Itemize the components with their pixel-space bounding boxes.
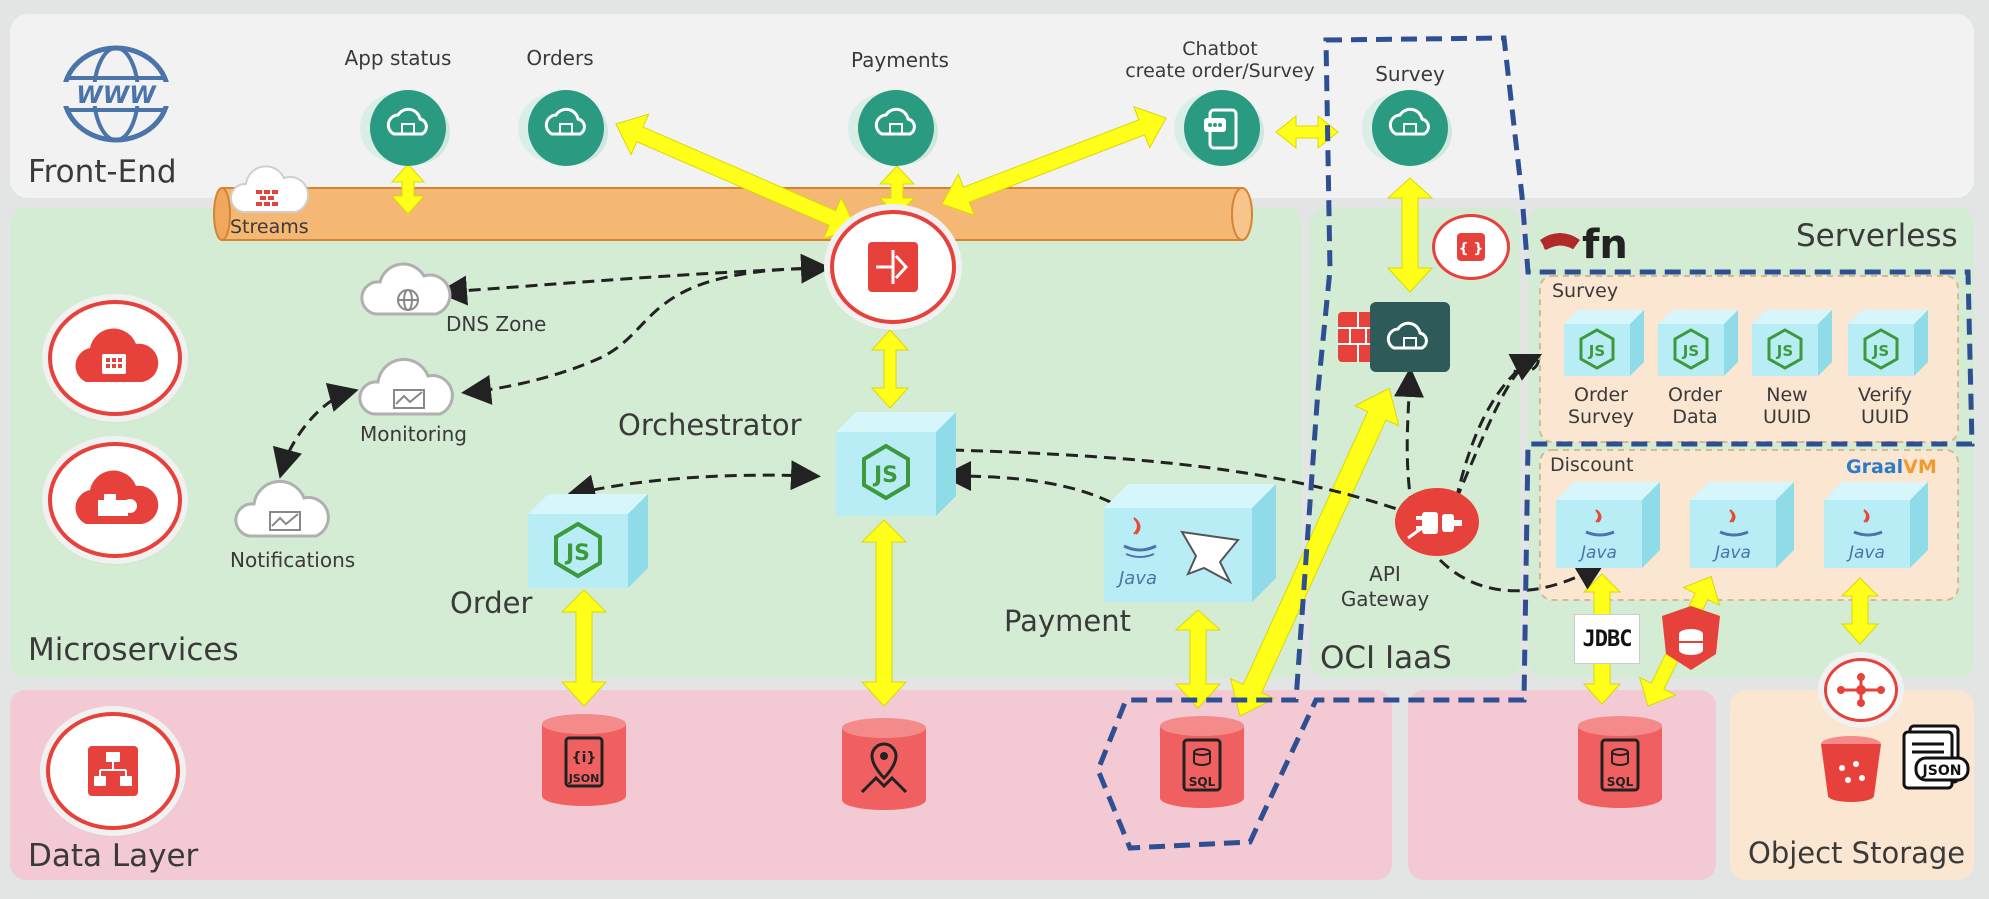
fn-discount-java-2-text: Java (1712, 543, 1751, 563)
orders-json-database[interactable]: {i} JSON (540, 712, 628, 808)
fn-order-data-label: Order Data (1668, 384, 1722, 428)
microservices-label: Microservices (28, 632, 239, 668)
notifications-label: Notifications (230, 548, 356, 572)
fn-order-data-cube[interactable]: JS (1658, 310, 1738, 376)
api-gateway-hub-icon[interactable] (830, 210, 956, 324)
svg-text:{i}: {i} (572, 750, 597, 766)
graalvm-logo-vm: VM (1903, 456, 1937, 478)
survey-group-title: Survey (1552, 280, 1619, 302)
fn-new-uuid-cube[interactable]: JS (1752, 310, 1832, 376)
oracle-cloud-badge-1 (48, 300, 182, 416)
payments-app-icon[interactable] (858, 90, 934, 166)
graalvm-logo-graal: Graal (1846, 456, 1904, 478)
discount-group-title: Discount (1550, 454, 1634, 476)
object-bucket-icon (1818, 734, 1884, 804)
monitoring-cloud-icon (352, 352, 464, 424)
fn-verify-uuid-label: Verify UUID (1858, 384, 1912, 428)
data-layer-label: Data Layer (28, 838, 199, 874)
fn-discount-java-1-text: Java (1578, 543, 1617, 563)
payment-java-cube[interactable]: Java (1104, 484, 1276, 602)
payment-sql-db-text: SQL (1189, 775, 1216, 789)
oci-iaas-label: OCI IaaS (1320, 640, 1452, 676)
survey-app-icon[interactable] (1372, 90, 1448, 166)
fn-discount-java-3[interactable]: Java (1824, 482, 1928, 568)
discount-sql-database[interactable]: SQL (1576, 714, 1664, 810)
www-text: WWW (76, 81, 157, 109)
json-document-icon: JSON (1896, 722, 1970, 794)
survey-app-label: Survey (1375, 62, 1445, 86)
svg-text:JS: JS (1588, 342, 1605, 360)
fn-order-survey-label: Order Survey (1567, 384, 1635, 428)
payments-label: Payments (851, 48, 949, 72)
api-gateway-label: API Gateway (1340, 562, 1430, 611)
svg-text:JS: JS (1682, 342, 1699, 360)
fn-order-survey-cube[interactable]: JS (1564, 310, 1644, 376)
orders-json-db-text: JSON (568, 772, 600, 785)
json-document-text: JSON (1922, 763, 1962, 779)
payment-java-text: Java (1116, 568, 1157, 589)
graalvm-logo: GraalVM (1846, 456, 1937, 478)
serverless-label: Serverless (1796, 218, 1958, 254)
monitoring-label: Monitoring (360, 422, 467, 446)
notifications-cloud-icon (228, 474, 340, 546)
www-globe-icon: WWW (60, 44, 172, 144)
payment-sql-database[interactable]: SQL (1158, 714, 1246, 810)
fn-new-uuid-label: New UUID (1762, 384, 1812, 428)
streams-label: Streams (230, 216, 309, 238)
order-label: Order (450, 586, 533, 620)
streams-cloud-icon (228, 164, 310, 216)
svg-text:{ }: { } (1459, 241, 1484, 257)
streams-pipe (213, 187, 1253, 241)
yellow-arrows (390, 105, 1880, 717)
svg-text:JS: JS (564, 541, 590, 566)
discount-sql-db-text: SQL (1607, 775, 1634, 789)
app-status-app-icon[interactable] (370, 90, 446, 166)
chatbot-app-icon[interactable] (1184, 90, 1260, 166)
dns-zone-label: DNS Zone (446, 312, 547, 336)
object-storage-hub-icon (1824, 658, 1898, 722)
payment-label: Payment (1004, 604, 1131, 638)
oracle-cloud-badge-2 (48, 442, 182, 558)
frontend-zone (10, 14, 1974, 198)
fn-discount-java-3-text: Java (1846, 543, 1885, 563)
fn-discount-java-2[interactable]: Java (1690, 482, 1794, 568)
orchestrator-label: Orchestrator (618, 408, 802, 442)
app-status-label: App status (344, 46, 452, 70)
orchestrator-node-cube[interactable]: JS (836, 412, 956, 516)
orders-app-icon[interactable] (528, 90, 604, 166)
order-node-cube[interactable]: JS (528, 494, 648, 588)
fn-logo-text: fn (1582, 222, 1628, 266)
dns-zone-cloud-icon (356, 254, 456, 324)
chatbot-label: Chatbot create order/Survey (1125, 38, 1315, 82)
oci-app-cloud-icon[interactable] (1370, 302, 1450, 372)
jdbc-badge: JDBC (1574, 614, 1640, 664)
fn-logo: fn (1536, 218, 1656, 268)
fn-discount-java-1[interactable]: Java (1556, 482, 1660, 568)
fn-verify-uuid-cube[interactable]: JS (1848, 310, 1928, 376)
survey-flow-highlight (1095, 35, 1975, 851)
api-gateway-plug-icon[interactable] (1392, 486, 1482, 558)
api-definition-icon: { } (1432, 214, 1510, 280)
svg-text:JS: JS (1776, 342, 1793, 360)
orders-label: Orders (526, 46, 594, 70)
object-storage-label: Object Storage (1748, 836, 1966, 870)
data-layer-badge (46, 712, 180, 830)
svg-text:JS: JS (1872, 342, 1889, 360)
ords-shield-icon (1660, 604, 1722, 672)
data-layer-zone-right (1408, 690, 1716, 880)
jdbc-text: JDBC (1582, 626, 1633, 652)
frontend-label: Front-End (28, 154, 177, 190)
svg-text:JS: JS (872, 463, 898, 488)
geo-database[interactable] (840, 716, 928, 812)
